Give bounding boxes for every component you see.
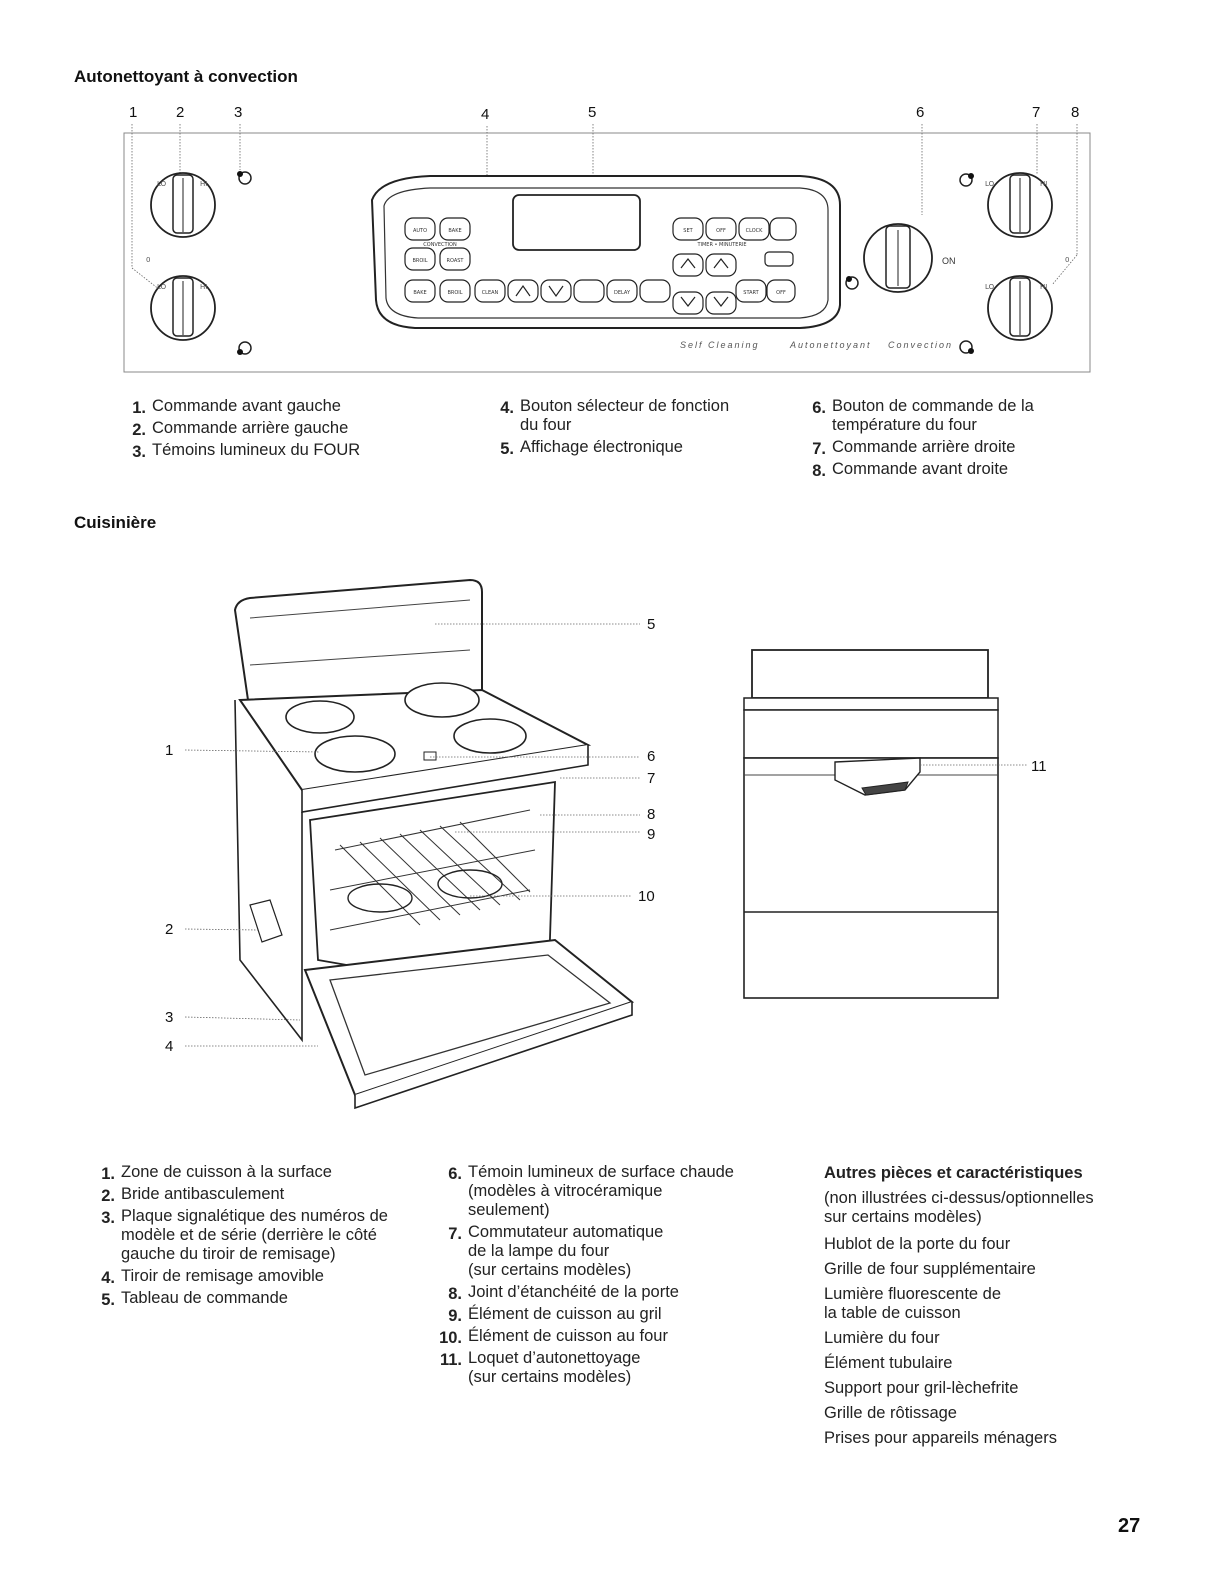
svg-text:LO: LO	[985, 283, 995, 291]
section-heading-convection: Autonettoyant à convection	[74, 67, 298, 86]
range-front-illustration	[743, 649, 1028, 999]
section-heading-range: Cuisinière	[74, 513, 157, 532]
other-part-item: Lumière fluorescente de la table de cuis…	[824, 1285, 1002, 1322]
legend-panel-col2: 4.Bouton sélecteur de fonction du four 5…	[494, 397, 794, 460]
legend-item: 2.Bride antibasculement	[101, 1185, 285, 1205]
other-part-item: Hublot de la porte du four	[824, 1235, 1011, 1253]
legend-item: 8.Commande avant droite	[812, 460, 1009, 480]
dial-right-rear	[987, 172, 1053, 238]
svg-text:CLOCK: CLOCK	[746, 228, 764, 234]
other-part-item: Élément tubulaire	[824, 1354, 953, 1372]
other-parts-list: Autres pièces et caractéristiques (non i…	[824, 1164, 1114, 1454]
range-callout-2: 2	[165, 921, 174, 938]
legend-item: 7.Commutateur automatique de la lampe du…	[448, 1223, 664, 1279]
svg-text:LO: LO	[157, 180, 167, 188]
legend-item: 1.Commande avant gauche	[132, 397, 341, 417]
svg-text:DELAY: DELAY	[614, 290, 631, 296]
range-callout-6: 6	[647, 748, 656, 765]
range-callout-10: 10	[638, 888, 655, 905]
legend-panel-col1: 1.Commande avant gauche 2.Commande arriè…	[126, 397, 446, 463]
other-part-item: Grille de rôtissage	[824, 1404, 957, 1422]
page-number: 27	[1118, 1515, 1141, 1537]
svg-text:BAKE: BAKE	[413, 290, 426, 296]
other-part-item: Support pour gril-lèchefrite	[824, 1379, 1019, 1397]
dial-oven-temperature	[863, 223, 933, 293]
svg-text:BAKE: BAKE	[448, 228, 461, 234]
svg-text:LO: LO	[985, 180, 995, 188]
other-parts-title: Autres pièces et caractéristiques	[824, 1164, 1083, 1182]
panel-on-label: ON	[942, 256, 956, 266]
svg-text:TIMER • MINUTERIE: TIMER • MINUTERIE	[696, 242, 746, 248]
legend-range-col1: 1.Zone de cuisson à la surface 2.Bride a…	[95, 1163, 435, 1311]
legend-item: 9.Élément de cuisson au gril	[448, 1305, 662, 1325]
callout-5: 5	[588, 104, 597, 121]
callout-8: 8	[1071, 104, 1080, 121]
svg-text:BROIL: BROIL	[447, 290, 462, 296]
legend-item: 10.Élément de cuisson au four	[439, 1327, 668, 1347]
callout-2: 2	[176, 104, 185, 121]
legend-item: 1.Zone de cuisson à la surface	[101, 1163, 332, 1183]
svg-text:AUTO: AUTO	[413, 228, 427, 234]
range-callout-7: 7	[647, 770, 656, 787]
legend-item: 6.Bouton de commande de la température d…	[812, 397, 1034, 434]
legend-item: 5.Affichage électronique	[500, 438, 683, 458]
legend-item: 6.Témoin lumineux de surface chaude (mod…	[448, 1163, 734, 1219]
control-panel-illustration: AUTO BAKE BROIL ROAST BAKE BROIL CLEAN SET OF…	[123, 124, 1091, 373]
svg-text:LO: LO	[157, 283, 167, 291]
svg-text:OFF: OFF	[776, 290, 786, 296]
panel-caption-autonettoyant: Autonettoyant	[790, 340, 872, 350]
svg-text:HI: HI	[1040, 180, 1047, 188]
callout-3: 3	[234, 104, 243, 121]
callout-7: 7	[1032, 104, 1041, 121]
svg-text:HI: HI	[200, 180, 207, 188]
callout-4: 4	[481, 106, 490, 123]
legend-range-col2: 6.Témoin lumineux de surface chaude (mod…	[436, 1163, 806, 1390]
legend-item: 5.Tableau de commande	[101, 1289, 288, 1309]
legend-item: 4.Tiroir de remisage amovible	[101, 1267, 324, 1287]
svg-text:HI: HI	[1040, 283, 1047, 291]
svg-text:OFF: OFF	[716, 228, 726, 234]
callout-1: 1	[129, 104, 138, 121]
dial-right-front	[987, 275, 1053, 341]
dial-left-front	[150, 275, 216, 341]
other-part-item: Prises pour appareils ménagers	[824, 1429, 1057, 1447]
svg-text:SET: SET	[683, 228, 693, 234]
range-callout-1: 1	[165, 742, 174, 759]
panel-caption-convection: Convection	[888, 340, 954, 350]
other-part-item: Lumière du four	[824, 1329, 940, 1347]
panel-caption-self-cleaning: Self Cleaning	[680, 340, 760, 350]
callout-6: 6	[916, 104, 925, 121]
range-callout-9: 9	[647, 826, 656, 843]
legend-item: 11.Loquet d’autonettoyage (sur certains …	[439, 1349, 641, 1386]
legend-item: 7.Commande arrière droite	[812, 438, 1016, 458]
svg-text:ROAST: ROAST	[447, 258, 465, 264]
dial-left-rear	[150, 172, 216, 238]
range-callout-4: 4	[165, 1038, 174, 1055]
svg-text:CONVECTION: CONVECTION	[423, 242, 457, 248]
svg-text:0: 0	[146, 256, 150, 264]
legend-item: 3.Témoins lumineux du FOUR	[132, 441, 361, 461]
svg-text:HI: HI	[200, 283, 207, 291]
legend-panel-col3: 6.Bouton de commande de la température d…	[806, 397, 1106, 482]
legend-item: 2.Commande arrière gauche	[132, 419, 349, 439]
svg-text:BROIL: BROIL	[412, 258, 427, 264]
svg-text:START: START	[743, 290, 759, 296]
legend-item: 8.Joint d’étanchéité de la porte	[448, 1283, 679, 1303]
svg-text:CLEAN: CLEAN	[482, 290, 499, 296]
range-callout-11: 11	[1031, 758, 1047, 775]
range-illustration	[184, 578, 640, 1110]
other-parts-note: (non illustrées ci-dessus/optionnelles s…	[824, 1189, 1094, 1226]
other-part-item: Grille de four supplémentaire	[824, 1260, 1036, 1278]
range-callout-3: 3	[165, 1009, 174, 1026]
range-callout-8: 8	[647, 806, 656, 823]
legend-item: 4.Bouton sélecteur de fonction du four	[500, 397, 730, 434]
svg-text:0: 0	[1065, 256, 1069, 264]
range-callout-5: 5	[647, 616, 656, 633]
legend-item: 3.Plaque signalétique des numéros de mod…	[101, 1207, 388, 1263]
